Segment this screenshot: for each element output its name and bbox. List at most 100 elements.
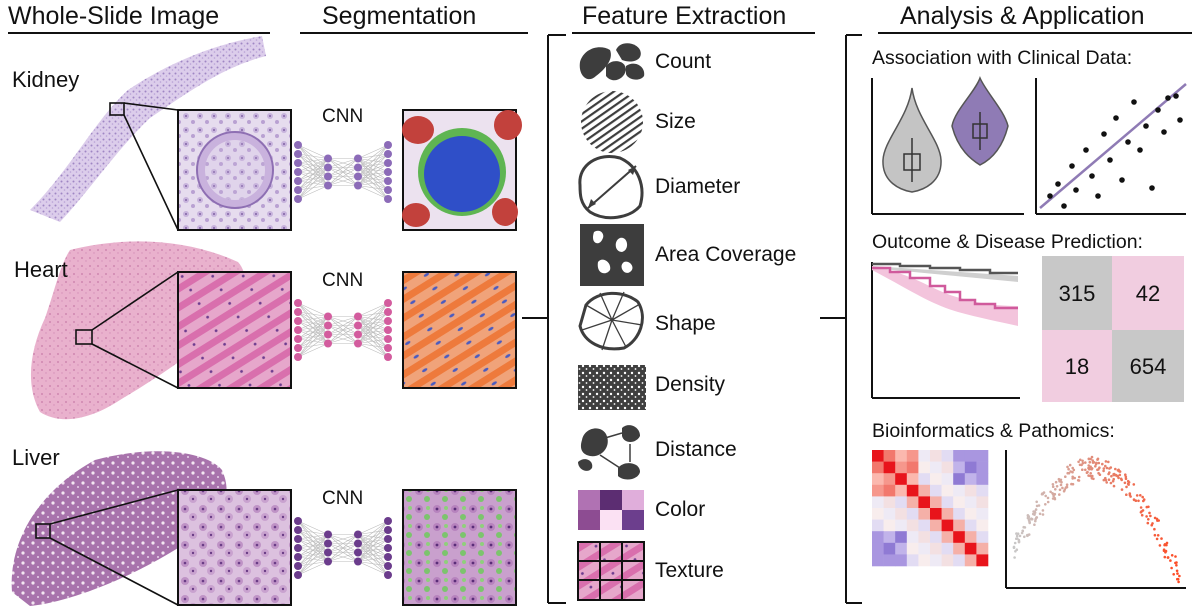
heatmap-cell — [965, 531, 977, 543]
feature-label-color: Color — [655, 498, 705, 522]
embedding-point — [1071, 467, 1074, 470]
cnn-node — [384, 195, 392, 203]
embedding-point — [1064, 475, 1067, 478]
embedding-point — [1035, 501, 1038, 504]
heatmap-cell — [953, 485, 965, 497]
cnn-node — [324, 531, 332, 539]
embedding-point — [1105, 460, 1108, 463]
scatter-point — [1069, 163, 1075, 169]
embedding-point — [1148, 512, 1151, 515]
bracket-segmentation-to-features — [522, 35, 566, 603]
scatter-point — [1055, 181, 1061, 187]
embedding-point — [1160, 537, 1163, 540]
heatmap-cell — [884, 520, 896, 532]
texture-icon — [578, 542, 644, 600]
cnn-node — [384, 326, 392, 334]
heatmap-cell — [976, 520, 988, 532]
heatmap-cell — [907, 473, 919, 485]
embedding-point — [1145, 515, 1148, 518]
scatter-point — [1149, 185, 1155, 191]
distance-icon — [578, 425, 640, 479]
embedding-point — [1176, 572, 1179, 575]
heatmap-cell — [872, 508, 884, 520]
heatmap-cell — [884, 554, 896, 566]
heatmap-cell — [976, 496, 988, 508]
embedding-point — [1087, 464, 1090, 467]
heatmap-cell — [942, 520, 954, 532]
cnn-node — [384, 317, 392, 325]
organ-label-kidney: Kidney — [12, 68, 79, 92]
embedding-point — [1047, 501, 1050, 504]
heatmap-cell — [872, 496, 884, 508]
embedding-point — [1091, 467, 1094, 470]
heatmap-cell — [918, 485, 930, 497]
embedding-point — [1146, 506, 1149, 509]
cnn-node — [354, 164, 362, 172]
heatmap-cell — [942, 508, 954, 520]
cnn-node — [384, 177, 392, 185]
embedding-point — [1159, 544, 1162, 547]
heatmap-cell — [918, 462, 930, 474]
cnn-node — [294, 353, 302, 361]
embedding-point — [1052, 483, 1055, 486]
heatmap-cell — [907, 520, 919, 532]
embedding-point — [1051, 492, 1054, 495]
heatmap-cell — [930, 543, 942, 555]
embedding-point — [1154, 534, 1157, 537]
scatter-point — [1155, 107, 1161, 113]
heatmap-cell — [895, 531, 907, 543]
heatmap-cell — [872, 531, 884, 543]
embedding-point — [1023, 536, 1026, 539]
heatmap-cell — [930, 450, 942, 462]
embedding-point — [1081, 460, 1084, 463]
embedding-point — [1133, 483, 1136, 486]
embedding-point — [1127, 483, 1130, 486]
embedding-point — [1164, 556, 1167, 559]
heatmap-cell — [953, 508, 965, 520]
embedding-point — [1101, 463, 1104, 466]
header-feature-extraction: Feature Extraction — [582, 2, 786, 30]
heatmap-cell — [965, 462, 977, 474]
embedding-point — [1018, 540, 1021, 543]
embedding-point — [1177, 581, 1180, 584]
heatmap-cell — [942, 450, 954, 462]
embedding-point — [1169, 559, 1172, 562]
cm-cell-tp: 315 — [1042, 282, 1112, 306]
cnn-node — [354, 549, 362, 557]
cnn-node — [324, 549, 332, 557]
embedding-point — [1088, 458, 1091, 461]
embedding-point — [1038, 504, 1041, 507]
embedding-point — [1150, 524, 1153, 527]
cnn-node — [384, 168, 392, 176]
embedding-point — [1061, 487, 1064, 490]
heatmap-cell — [953, 520, 965, 532]
cnn-node — [294, 335, 302, 343]
cnn-node — [294, 168, 302, 176]
cnn-node — [294, 141, 302, 149]
scatter-point — [1083, 147, 1089, 153]
cnn-node — [294, 326, 302, 334]
embedding-point — [1084, 461, 1087, 464]
embedding-point — [1066, 466, 1069, 469]
embedding-point — [1149, 515, 1152, 518]
heatmap-cell — [953, 450, 965, 462]
heatmap-cell — [965, 450, 977, 462]
confusion-matrix — [1042, 256, 1184, 402]
embedding-point — [1097, 468, 1100, 471]
scatter-point — [1047, 193, 1053, 199]
color-icon — [578, 490, 644, 530]
feature-label-shape: Shape — [655, 312, 716, 336]
cnn-node — [294, 562, 302, 570]
cnn-node — [384, 150, 392, 158]
embedding-point — [1019, 535, 1022, 538]
heatmap-cell — [965, 520, 977, 532]
heatmap-cell — [953, 543, 965, 555]
panel-title-bioinformatics: Bioinformatics & Pathomics: — [872, 420, 1115, 442]
embedding-point — [1114, 468, 1117, 471]
embedding-point — [1021, 530, 1024, 533]
cnn-node — [324, 322, 332, 330]
embedding-point — [1013, 556, 1016, 559]
embedding-point — [1171, 554, 1174, 557]
embedding-point — [1105, 481, 1108, 484]
header-analysis: Analysis & Application — [900, 2, 1145, 30]
